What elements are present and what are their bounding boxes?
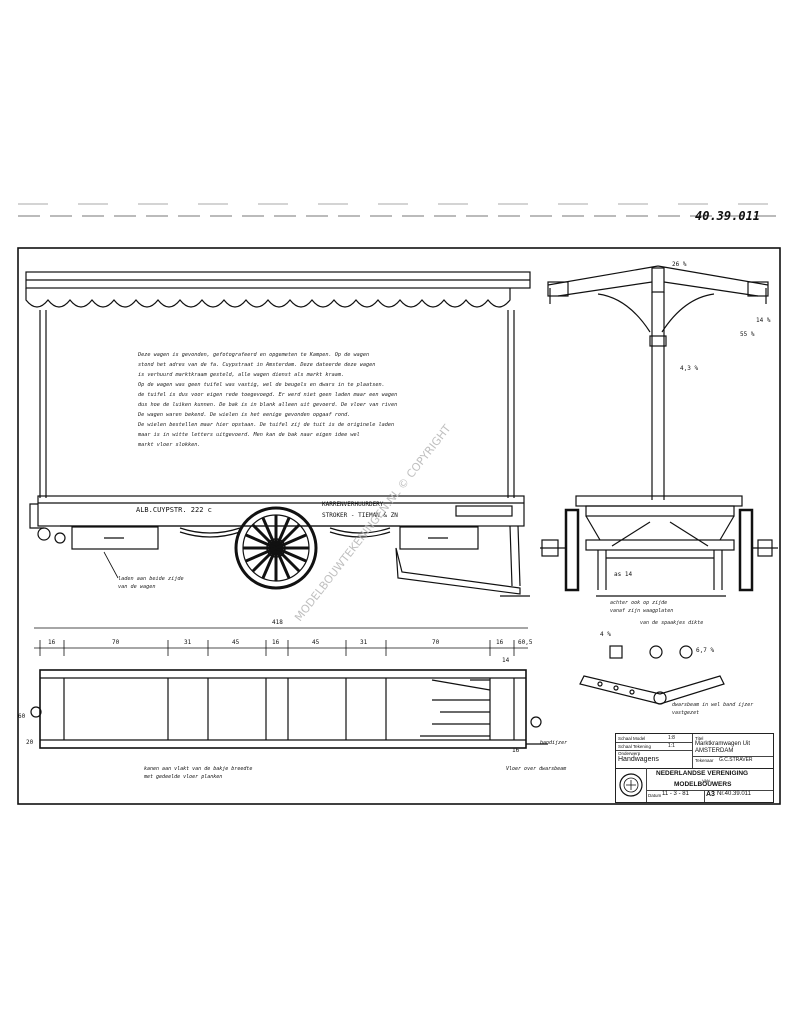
size-label: A3 <box>706 791 715 798</box>
dim-segment: 16 <box>48 639 56 646</box>
plan-side-mark: 20 <box>26 739 34 746</box>
drawing-border <box>17 247 781 805</box>
schaal-model-label: Schaal Model <box>618 736 646 741</box>
dim-end-small: 14 <box>502 657 510 664</box>
note-line: Op de wagen was geen tuifel was vastig, … <box>138 382 385 388</box>
front-note-line2: vanaf zijn waagplaten <box>610 608 673 614</box>
drawing-number: Nr.40.39.011 <box>717 791 751 797</box>
axle-note: as 14 <box>614 571 632 578</box>
plan-note-line2: met gedeelde vloer planken <box>143 774 222 780</box>
drawing-number-handwritten: 40.39.011 <box>695 209 760 223</box>
plan-height: 60 <box>18 713 26 720</box>
plan-right-note: Vloer over dwarsbeam <box>506 766 566 772</box>
canopy-angle2: 55 % <box>740 331 755 338</box>
drawer-note-line1: laden aan beide zijde <box>118 576 184 582</box>
plan-corner-mark: 16 <box>512 747 520 754</box>
plan-labels: 60 20 16 bandijzer Vloer over dwarsbeam … <box>18 713 567 780</box>
datum-label: Datum <box>648 793 662 798</box>
titel-line2: AMSTERDAM <box>695 748 734 754</box>
note-line: dus hoe de luiken kunnen. De bak is in b… <box>138 402 397 408</box>
dimension-labels: 418 16 70 31 45 16 45 31 70 16 60,5 14 <box>48 619 533 664</box>
dim-segment: 31 <box>360 639 368 646</box>
front-view <box>540 265 778 597</box>
schaal-model-value: 1:8 <box>668 735 675 741</box>
plan-view <box>30 669 548 749</box>
note-line: markt vloer slokken. <box>137 442 200 448</box>
dim-segment: 16 <box>272 639 280 646</box>
detail-note2: dwarsbeam in wel band ijzer <box>672 702 753 708</box>
dim-segment: 45 <box>232 639 240 646</box>
detail-note3: vastgezet <box>672 710 699 716</box>
copyright-watermark: MODELBOUWTEKENINGEN.NL © COPYRIGHT <box>292 422 454 624</box>
detail-dim1: 4 % <box>600 631 611 638</box>
detail-note1: van de spaakjes dikte <box>640 620 703 626</box>
detail-dim2: 6,7 % <box>696 647 714 654</box>
note-line: maar is in witte letters uitgevoerd. Men… <box>137 432 360 438</box>
top-guide-line <box>18 203 780 217</box>
title-block-left: Schaal Model 1:8 Schaal Tekening 1:1 Ond… <box>616 734 693 768</box>
title-block-right: Titel Marktkramwagen Uit AMSTERDAM Teken… <box>693 734 773 768</box>
dim-overall: 418 <box>272 619 283 626</box>
side-company-line1: KARRENVERHUURDERY <box>322 501 384 508</box>
note-line: de tuifel is dus voor eigen rede toegevo… <box>138 392 397 398</box>
tekenaar-value: G.C.STRAVER <box>719 757 753 763</box>
tekenaar-label: Tekenaar <box>695 758 714 763</box>
note-line: is verhuurd marktkraam gesteld, alle wag… <box>138 372 344 378</box>
nvm-logo-icon <box>619 773 643 797</box>
side-address: ALB.CUYPSTR. 222 c <box>136 506 212 514</box>
schaal-tekening-label: Schaal Tekening <box>618 744 651 749</box>
canopy-angle1: 26 % <box>672 261 687 268</box>
note-line: De wielen bestellen maar hier opstaan. D… <box>137 422 394 428</box>
drawer-note-line2: van de wagen <box>118 584 155 590</box>
org-line2: VAN <box>702 778 710 783</box>
onderwerp-label: Onderwerp <box>618 751 641 756</box>
description-notes: Deze wagen is gevonden, gefotografeerd e… <box>137 352 397 448</box>
pole-side-dim1: 14 % <box>756 317 771 324</box>
title-block: Schaal Model 1:8 Schaal Tekening 1:1 Ond… <box>615 733 774 803</box>
dim-segment: 16 <box>496 639 504 646</box>
dim-segment: 70 <box>112 639 120 646</box>
titel-label: Titel <box>695 736 704 741</box>
front-note-line1: achter ook op zijde <box>610 600 667 606</box>
nvm-logo <box>616 768 647 802</box>
side-elevation <box>25 271 531 597</box>
detail-view <box>579 645 725 705</box>
dim-segment: 45 <box>312 639 320 646</box>
plan-right-label: bandijzer <box>540 740 567 746</box>
note-line: De wagen waren bekend. De wielen is het … <box>137 412 350 418</box>
plan-note-line1: kanen aan vlakt van de bakje breedte <box>144 766 252 772</box>
titel-line1: Marktkramwagen Uit <box>695 741 751 747</box>
dim-segment: 31 <box>184 639 192 646</box>
note-line: Deze wagen is gevonden, gefotografeerd e… <box>137 352 369 358</box>
onderwerp-value: Handwagens <box>618 756 659 763</box>
datum-value: 11 - 3 - 81 <box>662 791 689 797</box>
note-line: stond het adres van de fa. Cuypstraat in… <box>138 362 375 368</box>
schaal-tekening-value: 1:1 <box>668 743 675 749</box>
org-line1: NEDERLANDSE VERENIGING <box>656 770 749 777</box>
drawer-note-leader <box>103 551 119 579</box>
dimension-chain <box>34 627 528 656</box>
dim-segment: 70 <box>432 639 440 646</box>
side-wheel <box>234 506 318 590</box>
dim-right-total: 60,5 <box>518 639 533 646</box>
pole-dim: 4,3 % <box>680 365 698 372</box>
side-company-line2: STROKER - TIEMAN & ZN <box>322 512 398 519</box>
org-line3: MODELBOUWERS <box>674 781 732 788</box>
